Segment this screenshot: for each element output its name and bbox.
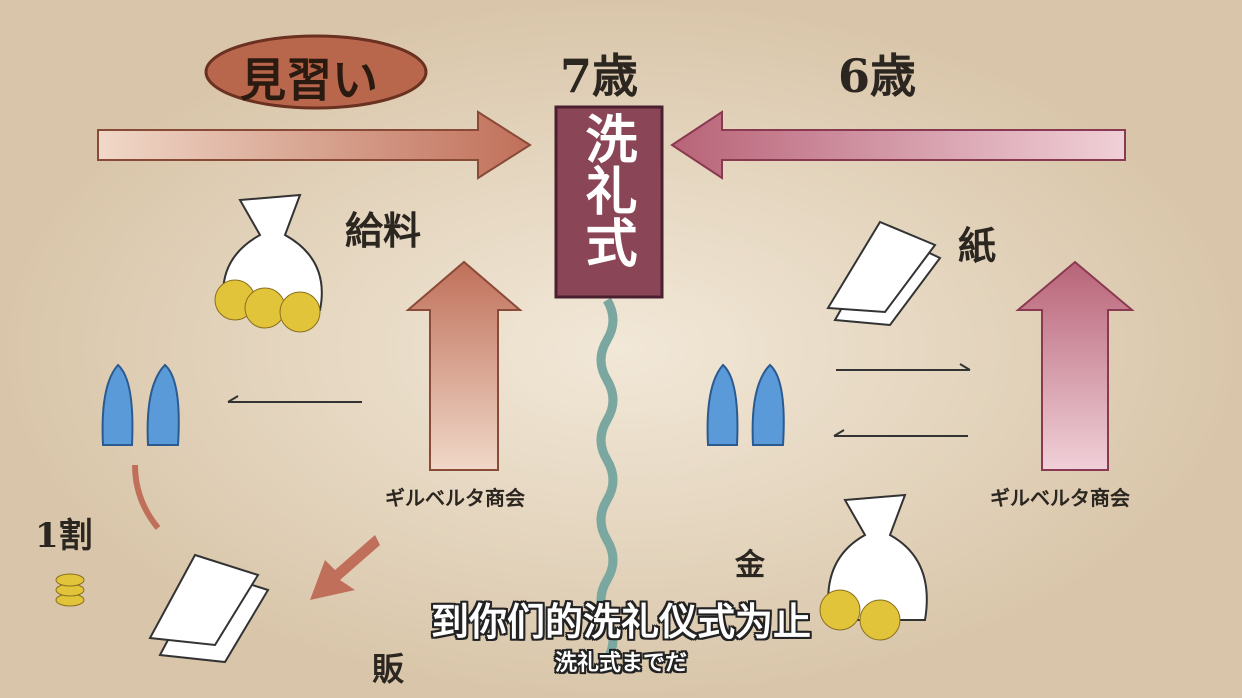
apprentice-label: 見習い — [240, 53, 378, 107]
baptism-box — [554, 105, 664, 299]
paper-stack-icon — [148, 553, 270, 664]
right-arrow — [670, 110, 1126, 180]
subtitle-chinese: 到你们的洗礼仪式为止 — [430, 600, 811, 644]
ten-percent-label: 1割 — [35, 516, 93, 556]
salary-label: 給料 — [345, 208, 422, 253]
curved-arrow — [132, 464, 161, 530]
company-label-right: ギルベルタ商会 — [990, 486, 1130, 510]
age-7-label: 7歳 — [560, 49, 639, 103]
up-arrow-right — [1015, 260, 1135, 471]
paper-stack-icon — [826, 220, 942, 327]
flow-arrows — [227, 363, 971, 437]
diagonal-arrow — [310, 535, 380, 600]
baptism-label: 洗礼式 — [576, 112, 637, 268]
age-6-label: 6歳 — [838, 49, 917, 103]
left-arrow — [97, 110, 532, 180]
subtitle-japanese: 洗礼式までだ — [554, 651, 687, 676]
up-arrow-left — [405, 260, 523, 471]
coin-stack-icon — [55, 573, 85, 607]
company-label-left: ギルベルタ商会 — [385, 486, 525, 510]
people-icon — [101, 363, 785, 446]
money-bag-icon — [214, 193, 323, 333]
money-bag-icon — [819, 493, 928, 641]
river-line — [596, 297, 618, 663]
paper-label: 紙 — [958, 223, 997, 268]
sales-label-partial: 販 — [372, 650, 405, 688]
apprentice-badge — [204, 34, 428, 110]
money-label-partial: 金 — [735, 548, 765, 583]
